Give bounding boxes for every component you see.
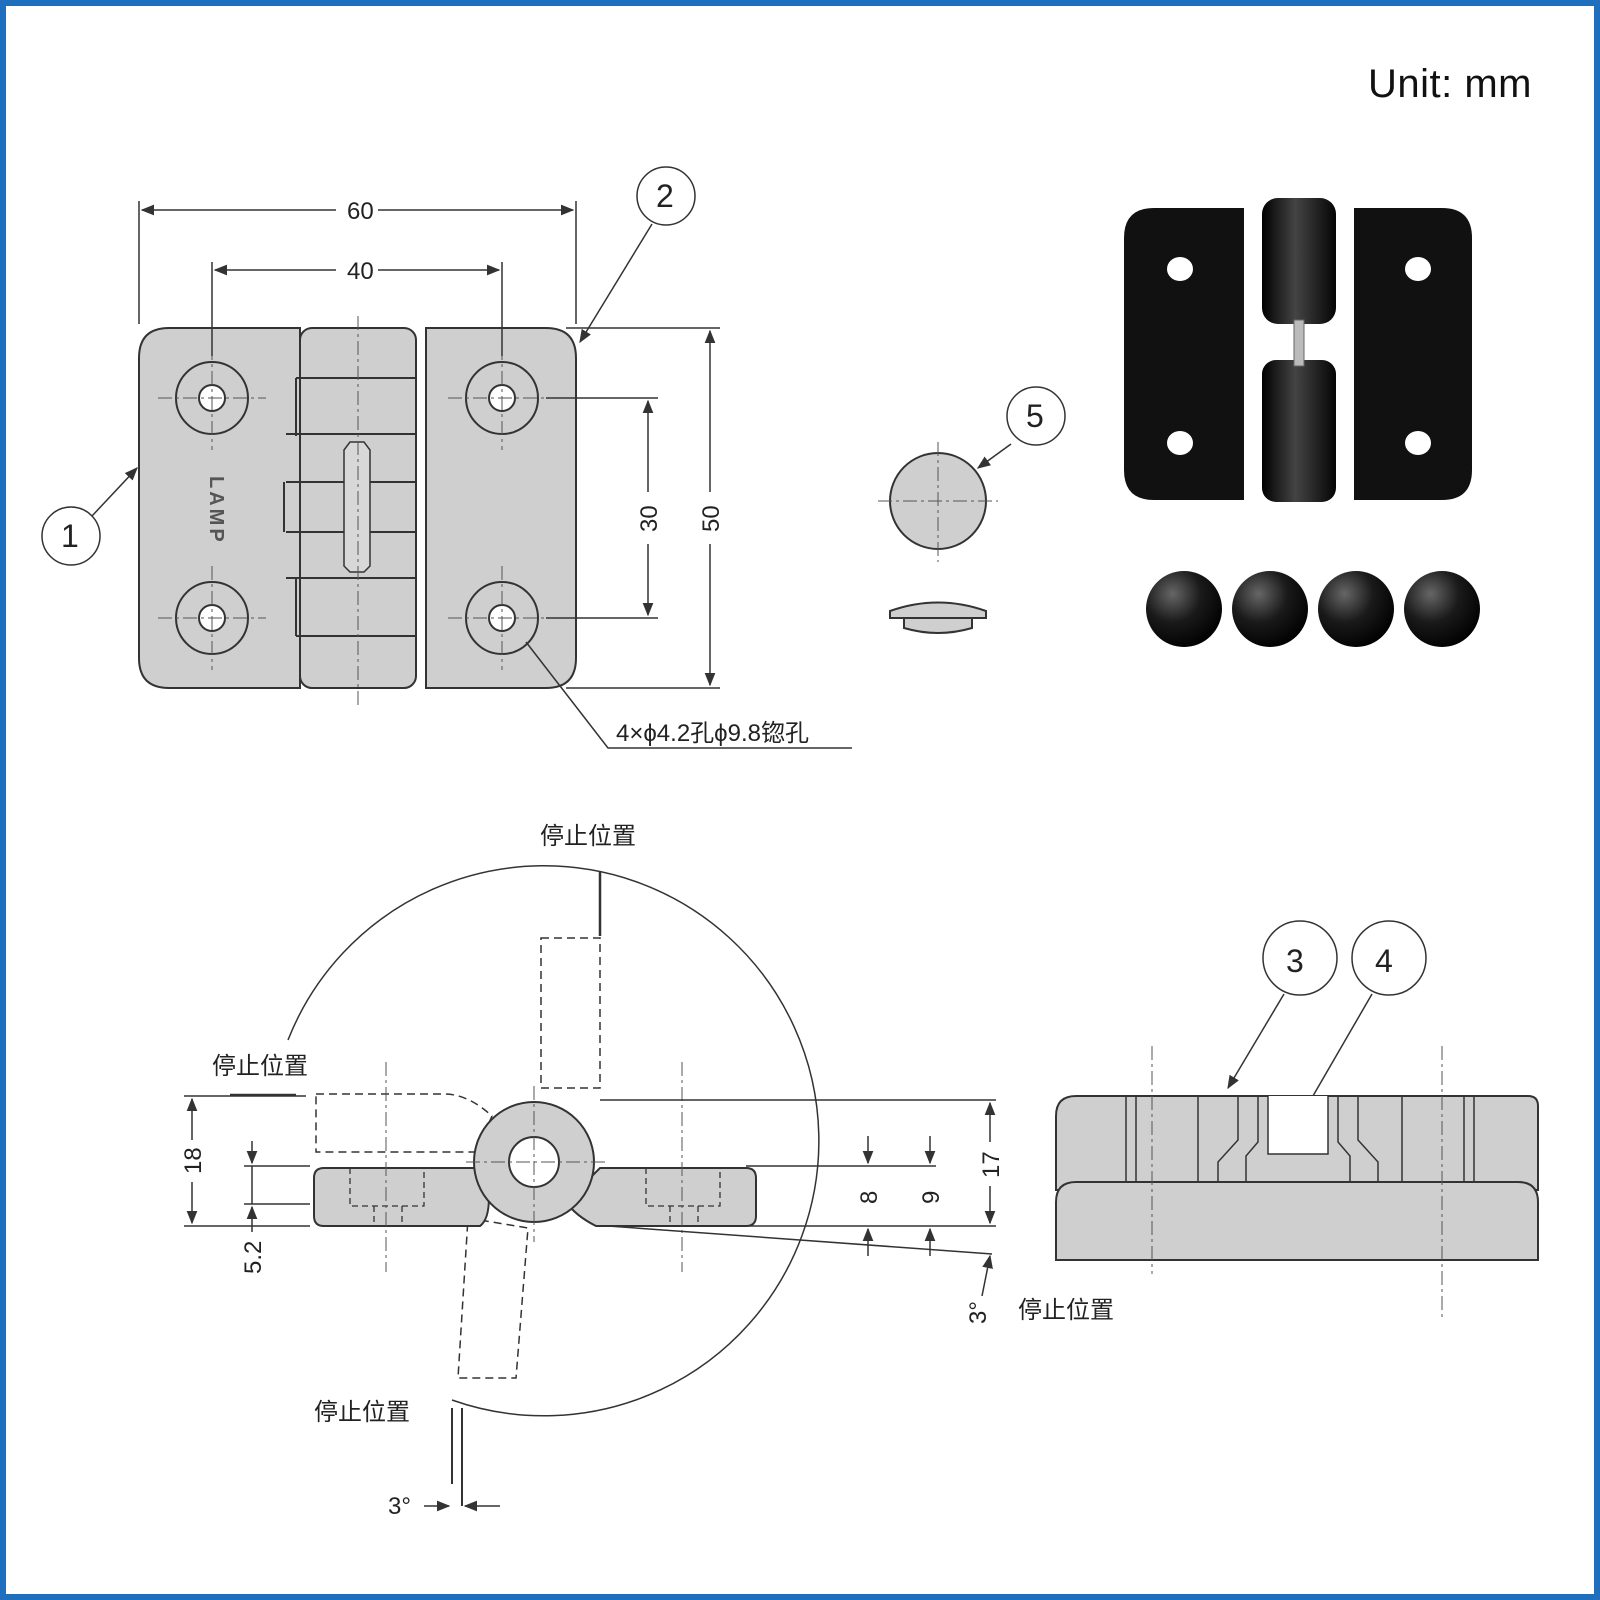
dim-height-overall: 50: [698, 505, 725, 532]
dim-9: 9: [918, 1191, 945, 1204]
dim-hole-spacing-h: 40: [347, 258, 374, 285]
callout-bubbles: [41, 166, 1427, 996]
cover-cap-drawing: [878, 442, 998, 634]
dim-height-18: 18: [180, 1147, 207, 1174]
dim-17: 17: [978, 1151, 1005, 1178]
callout-2: 2: [656, 178, 674, 214]
callout-1: 1: [61, 518, 79, 554]
callout-5: 5: [1026, 398, 1044, 434]
front-dimensions: [138, 201, 852, 749]
dim-8: 8: [856, 1191, 883, 1204]
side-view: [230, 865, 993, 1506]
stop-label-left: 停止位置: [212, 1053, 308, 1080]
hole-note: 4×ϕ4.2孔ϕ9.8锪孔: [616, 720, 809, 747]
callout-3: 3: [1286, 943, 1304, 979]
side-dimensions: [184, 1095, 996, 1512]
unit-label: Unit: mm: [1368, 62, 1532, 106]
end-view: [1055, 1046, 1539, 1320]
stop-label-bottom: 停止位置: [314, 1399, 410, 1426]
dim-thickness-5-2: 5.2: [240, 1241, 267, 1274]
brand-mark: LAMP: [205, 476, 227, 545]
right-leaf: [425, 327, 577, 689]
product-photo: [1124, 198, 1480, 647]
stop-label-right: 停止位置: [1018, 1297, 1114, 1324]
angle-right-3deg: 3°: [965, 1301, 992, 1324]
dim-width-overall: 60: [347, 198, 374, 225]
stop-label-top: 停止位置: [540, 823, 636, 850]
callout-4: 4: [1375, 943, 1393, 979]
front-view: [138, 316, 577, 706]
dim-hole-spacing-v: 30: [636, 505, 663, 532]
angle-bottom-3deg: 3°: [388, 1493, 411, 1520]
left-leaf: [138, 327, 301, 689]
technical-drawing: LAMP 60 40 30 50 4×ϕ4.2孔ϕ9.8锪孔: [41, 166, 1539, 1520]
